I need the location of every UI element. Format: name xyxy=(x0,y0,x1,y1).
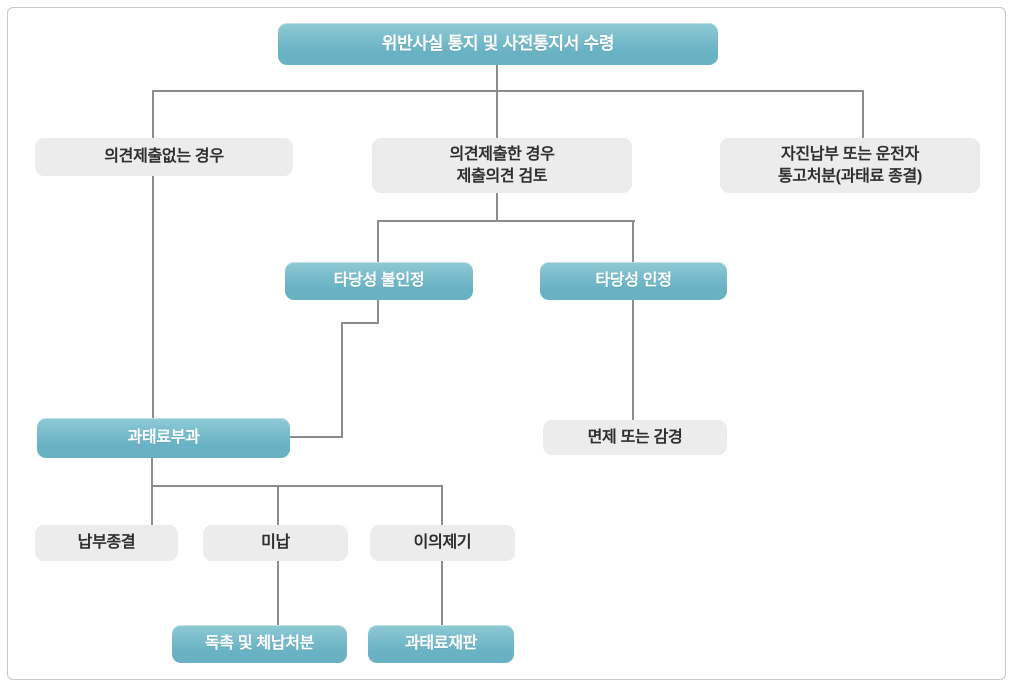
connector-drop-paid xyxy=(151,485,153,525)
node-receive-notice: 위반사실 통지 및 사전통지서 수령 xyxy=(278,23,718,65)
node-demand-disposition: 독촉 및 체납처분 xyxy=(172,625,347,663)
node-payment-completed: 납부종결 xyxy=(35,525,178,561)
node-exemption-reduction: 면제 또는 감경 xyxy=(543,420,727,455)
connector-drop-objection xyxy=(441,485,443,525)
connector-drop-opinion xyxy=(496,90,498,138)
connector-opinion-stem xyxy=(496,193,498,220)
connector-denied-seg1 xyxy=(377,300,379,324)
node-validity-denied: 타당성 불인정 xyxy=(285,262,473,300)
connector-denied-seg2 xyxy=(341,322,379,324)
connector-drop-voluntary xyxy=(862,90,864,138)
node-voluntary-payment: 자진납부 또는 운전자 통고처분(과태료 종결) xyxy=(720,138,980,193)
connector-drop-accepted xyxy=(632,220,634,262)
connector-denied-seg4 xyxy=(290,436,343,438)
connector-drop-nonpayment xyxy=(277,485,279,525)
connector-row1-horizontal xyxy=(152,90,864,92)
connector-nonpayment-to-demand xyxy=(277,561,279,625)
node-objection: 이의제기 xyxy=(370,525,515,561)
connector-fine-stem xyxy=(151,458,153,485)
connector-validity-horizontal xyxy=(377,220,635,222)
node-opinion-submitted: 의견제출한 경우 제출의견 검토 xyxy=(372,138,632,193)
node-fine-trial: 과태료재판 xyxy=(368,625,514,663)
connector-root-stem xyxy=(496,65,498,90)
connector-objection-to-trial xyxy=(441,561,443,625)
node-no-opinion: 의견제출없는 경우 xyxy=(35,138,293,176)
connector-denied-seg3 xyxy=(341,322,343,438)
connector-noopinion-to-fine xyxy=(152,176,154,418)
connector-row4-horizontal xyxy=(151,485,443,487)
connector-drop-denied xyxy=(377,220,379,262)
node-validity-accepted: 타당성 인정 xyxy=(540,262,727,300)
node-non-payment: 미납 xyxy=(203,525,348,561)
node-fine-imposed: 과태료부과 xyxy=(37,418,290,458)
connector-accepted-to-exemption xyxy=(632,300,634,420)
canvas-border xyxy=(7,7,1006,680)
connector-drop-no-opinion xyxy=(152,90,154,138)
